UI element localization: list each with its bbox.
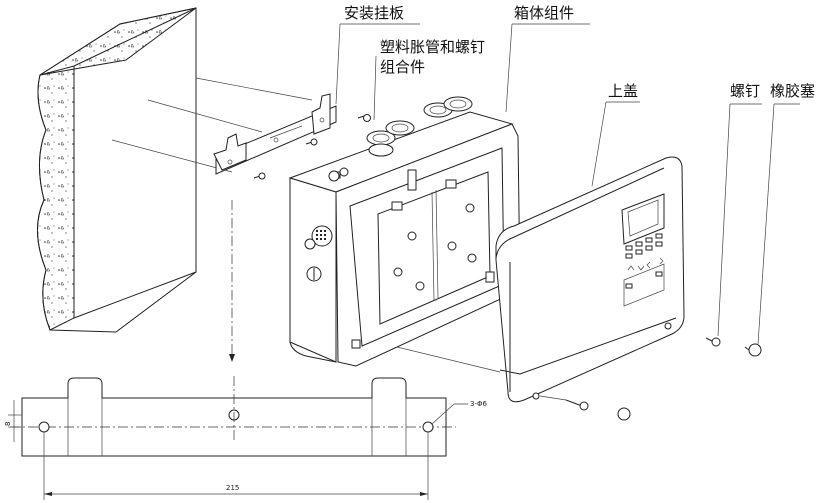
- rubber-plug-right-icon: [744, 343, 762, 357]
- keypad-icon: [623, 233, 665, 307]
- dimension-hole-spacing: 215: [226, 484, 239, 492]
- plate-screw-mid-icon: [305, 138, 318, 146]
- callout-leaders: [335, 23, 800, 345]
- gland-4-icon: [443, 96, 473, 112]
- speaker-grille-icon: [311, 225, 333, 247]
- label-screw: 螺钉: [730, 82, 761, 100]
- mounting-plate: [213, 93, 337, 175]
- plate-dimension-drawing: 8 3-Φ6 215: [4, 376, 487, 500]
- label-anchor-screw-combo-line2: 组合件: [380, 58, 426, 76]
- cable-glands: [328, 96, 473, 182]
- gland-2-icon: [385, 120, 415, 136]
- label-mounting-plate: 安装挂板: [344, 4, 405, 22]
- plate-screw-left-icon: [253, 172, 266, 180]
- plate-screws: [253, 114, 371, 180]
- lcd-display-icon: [621, 193, 665, 245]
- label-rubber-plug: 橡胶塞: [770, 82, 816, 100]
- cover-screw-bottom-icon: [565, 399, 589, 411]
- label-anchor-screw-combo-line1: 塑料胀管和螺钉: [380, 38, 486, 56]
- label-top-cover: 上盖: [608, 82, 639, 100]
- cover-screw-right-icon: [705, 337, 721, 347]
- top-cover: [495, 156, 685, 403]
- box-body: [288, 111, 521, 367]
- gland-1-icon: [366, 130, 396, 157]
- wall: [36, 7, 197, 333]
- plate-screw-right-icon: [357, 114, 371, 122]
- dimension-hole-spec: 3-Φ6: [470, 400, 487, 408]
- label-box-assembly: 箱体组件: [514, 4, 575, 22]
- projection-arrow: [229, 200, 235, 362]
- rubber-plug-bottom-icon: [617, 407, 631, 421]
- dimension-edge-offset: 8: [4, 422, 12, 426]
